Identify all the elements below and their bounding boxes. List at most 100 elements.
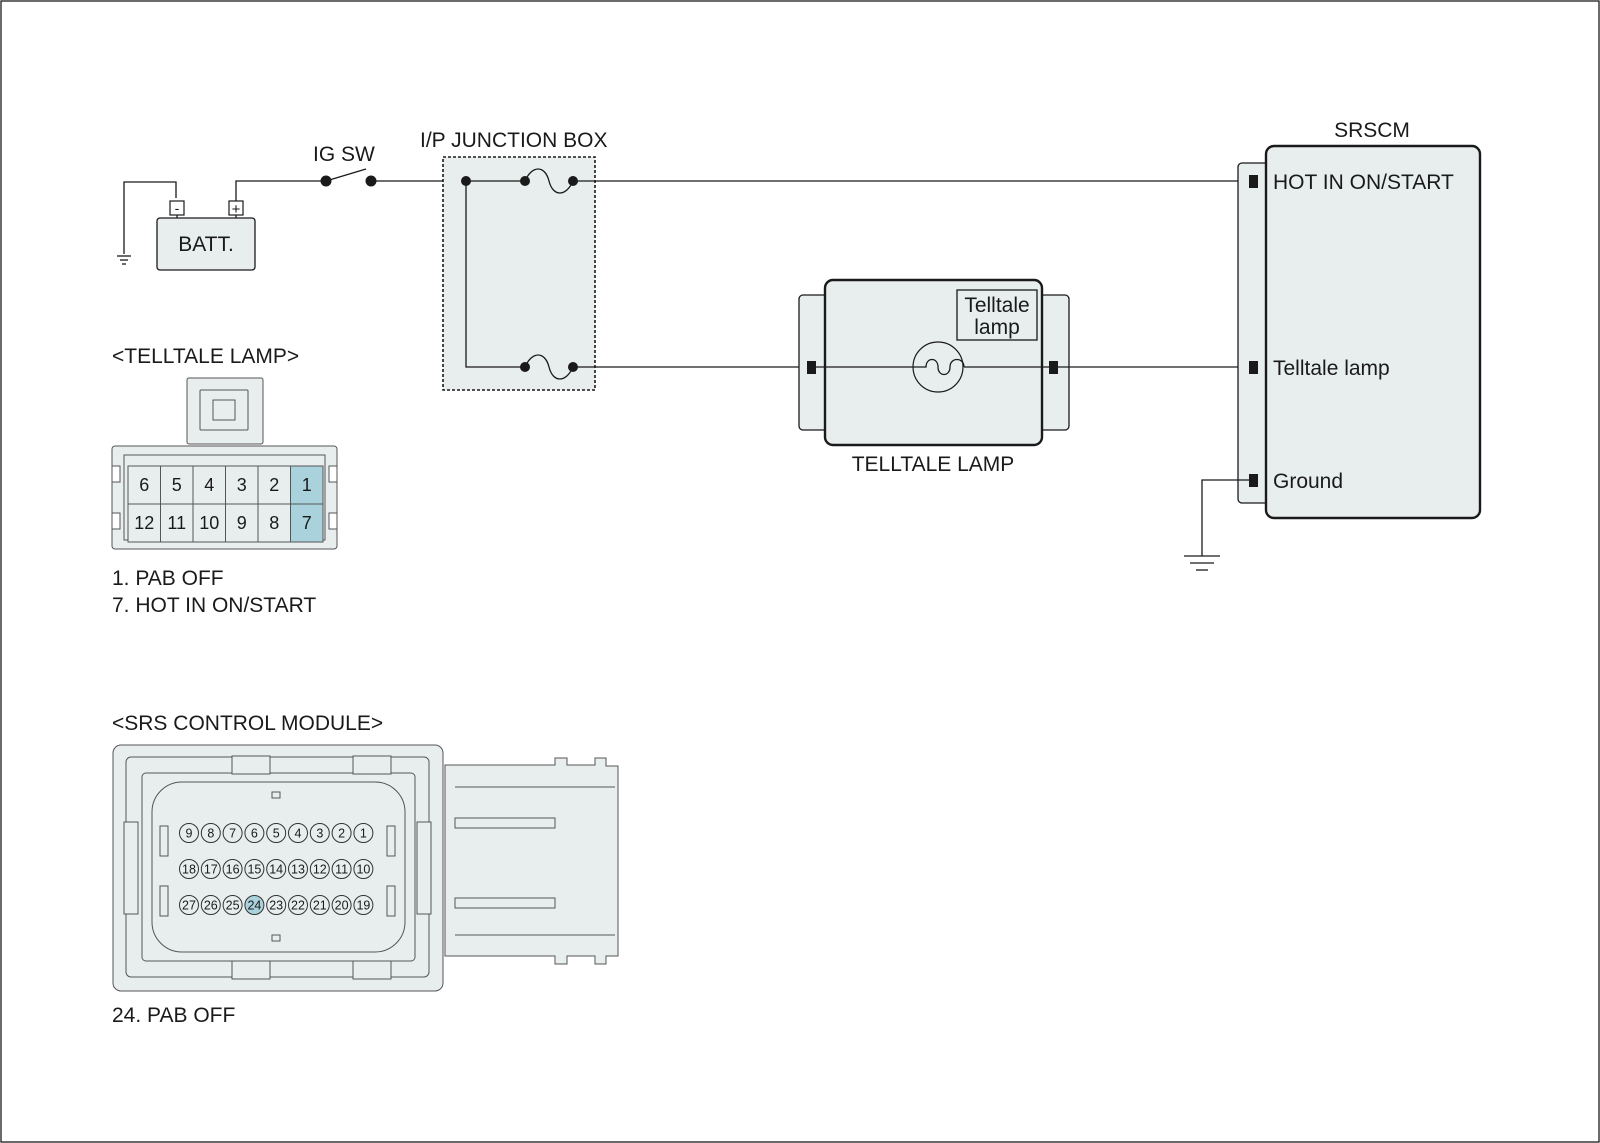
srs-pin-cell	[353, 859, 374, 879]
srs-pin-cell	[266, 895, 287, 915]
srs-pin-number: 4	[295, 827, 302, 841]
srs-pin-cell	[179, 859, 199, 879]
srs-pin-cell	[353, 895, 374, 915]
srs-pin-number: 6	[251, 827, 258, 841]
telltale-pin-number: 5	[172, 475, 182, 495]
srs-pin-cell	[309, 895, 330, 915]
ig-sw-label: IG SW	[313, 143, 375, 166]
srs-pin-cell	[200, 895, 221, 915]
srs-pin-cell	[200, 859, 221, 879]
srs-pin-cell	[200, 823, 221, 843]
srs-pin-number: 23	[269, 899, 283, 913]
srs-pin-number: 16	[226, 863, 240, 877]
telltale-pin-cell	[290, 503, 324, 543]
srs-pin-number: 24	[247, 899, 261, 913]
srs-pin-cell	[244, 859, 265, 879]
telltale-pin-number: 4	[204, 475, 214, 495]
srs-legend-1: 24. PAB OFF	[112, 1004, 235, 1027]
telltale-pin-number: 6	[139, 475, 149, 495]
srs-pin-cell	[222, 823, 243, 843]
telltale-inner-label-2: lamp	[974, 316, 1020, 339]
srs-pin-number: 10	[356, 863, 370, 877]
srs-pin-cell	[288, 859, 308, 879]
battery-plus-label: +	[232, 201, 241, 218]
srs-pin-cell	[288, 823, 308, 843]
srscm-module: HOT IN ON/START Telltale lamp Ground	[1237, 144, 1482, 520]
srs-pin-number: 27	[182, 899, 196, 913]
telltale-legend-1: 1. PAB OFF	[112, 567, 224, 590]
srs-pin-number: 11	[335, 863, 348, 877]
srs-pin-cell	[331, 859, 352, 879]
srs-pin-number: 13	[291, 863, 305, 877]
srs-pin-number: 19	[356, 899, 370, 913]
srs-pin-number: 7	[229, 827, 236, 841]
telltale-pin-cell	[225, 503, 259, 543]
srscm-ground-icon	[1184, 479, 1249, 571]
srs-pin-number: 26	[204, 899, 218, 913]
srs-pin-cell	[353, 823, 374, 843]
srs-pin-cell	[244, 823, 265, 843]
telltale-pin-cell	[257, 503, 291, 543]
telltale-legend-2: 7. HOT IN ON/START	[112, 594, 316, 617]
srs-pin-cell	[266, 823, 287, 843]
telltale-pin-cell	[127, 465, 161, 505]
srs-pin-cell	[309, 823, 330, 843]
telltale-lamp-component: Telltale lamp	[798, 278, 1070, 447]
srs-pin-number: 2	[338, 827, 345, 841]
telltale-pin-number: 2	[269, 475, 279, 495]
srs-pin-cell	[331, 823, 352, 843]
srs-pin-number: 1	[360, 827, 367, 841]
srs-pin-cell	[244, 895, 265, 915]
srs-pin-number: 5	[273, 827, 280, 841]
srs-pin-cell	[309, 859, 330, 879]
srs-pin-cell	[179, 895, 199, 915]
telltale-pin-cell	[225, 465, 259, 505]
telltale-connector-title: <TELLTALE LAMP>	[112, 345, 299, 368]
junction-box-label: I/P JUNCTION BOX	[420, 129, 607, 152]
telltale-pin-cell	[160, 465, 194, 505]
battery-minus-label: -	[175, 200, 180, 216]
srscm-pin-telltale: Telltale lamp	[1273, 357, 1390, 380]
telltale-pin-cell	[290, 465, 324, 505]
srscm-label: SRSCM	[1334, 119, 1410, 142]
telltale-pin-cell	[192, 503, 226, 543]
telltale-pin-number: 3	[237, 475, 247, 495]
battery-ground-icon	[117, 181, 177, 265]
srs-pin-cell	[222, 859, 243, 879]
srs-pin-number: 21	[313, 899, 327, 913]
srs-pin-number: 14	[269, 863, 283, 877]
telltale-pin-number: 12	[134, 513, 154, 533]
srs-pin-number: 22	[291, 899, 305, 913]
srs-pin-number: 3	[316, 827, 323, 841]
srscm-pin-hot-in: HOT IN ON/START	[1273, 171, 1454, 194]
telltale-inner-label-1: Telltale	[964, 294, 1029, 317]
srs-pin-cell	[288, 895, 308, 915]
telltale-pin-number: 10	[199, 513, 219, 533]
srs-pin-cell	[331, 895, 352, 915]
telltale-pin-cell	[127, 503, 161, 543]
srs-connector-title: <SRS CONTROL MODULE>	[112, 712, 383, 735]
junction-box	[442, 156, 596, 391]
telltale-pin-number: 7	[302, 513, 312, 533]
srs-pin-number: 12	[313, 863, 327, 877]
srs-pin-number: 9	[186, 827, 193, 841]
telltale-connector: 6 5 4 3 2 1 12 11 10 9 8 7	[111, 377, 338, 550]
telltale-pin-number: 1	[302, 475, 312, 495]
telltale-pin-number: 8	[269, 513, 279, 533]
telltale-pin-number: 11	[167, 513, 186, 533]
battery: - + BATT.	[156, 200, 256, 271]
srs-pin-number: 18	[182, 863, 196, 877]
srs-pin-cell	[222, 895, 243, 915]
battery-label: BATT.	[178, 233, 234, 256]
srs-pin-number: 15	[247, 863, 261, 877]
srs-pin-number: 8	[207, 827, 214, 841]
srs-pin-number: 25	[226, 899, 240, 913]
srs-pin-cell	[266, 859, 287, 879]
telltale-pin-number: 9	[237, 513, 247, 533]
srs-pin-number: 20	[335, 899, 349, 913]
telltale-pin-cell	[160, 503, 194, 543]
srs-pin-cell	[179, 823, 199, 843]
srs-pin-number: 17	[204, 863, 218, 877]
